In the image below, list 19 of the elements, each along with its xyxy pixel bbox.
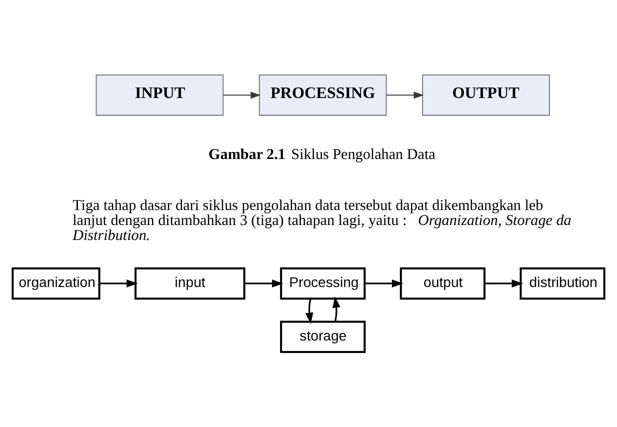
arrow xyxy=(332,296,340,322)
arrow xyxy=(386,92,424,99)
arrow xyxy=(244,280,284,288)
node-box: organization xyxy=(12,267,100,300)
node-box: storage xyxy=(280,320,366,353)
node-box: distribution xyxy=(520,267,606,300)
arrow xyxy=(223,92,261,99)
node-box: OUTPUT xyxy=(422,74,550,116)
node-box: Processing xyxy=(280,267,366,300)
arrow xyxy=(305,298,314,324)
node-box: INPUT xyxy=(96,74,224,116)
node-box: input xyxy=(134,267,246,300)
arrow xyxy=(484,280,524,288)
arrow xyxy=(99,280,138,288)
label: Gambar 2.1 Siklus Pengolahan Data xyxy=(208,147,436,164)
node-box: PROCESSING xyxy=(258,74,387,116)
arrow xyxy=(364,280,404,288)
label: Tiga tahap dasar dari siklus pengolahan data tersebut dapat dikembangkan leb lanjut dengan ditambahkan 3 (tiga) tahapan lagi, yaitu : Organization, Storage da Distribution. xyxy=(72,198,572,244)
node-box: output xyxy=(400,267,486,300)
